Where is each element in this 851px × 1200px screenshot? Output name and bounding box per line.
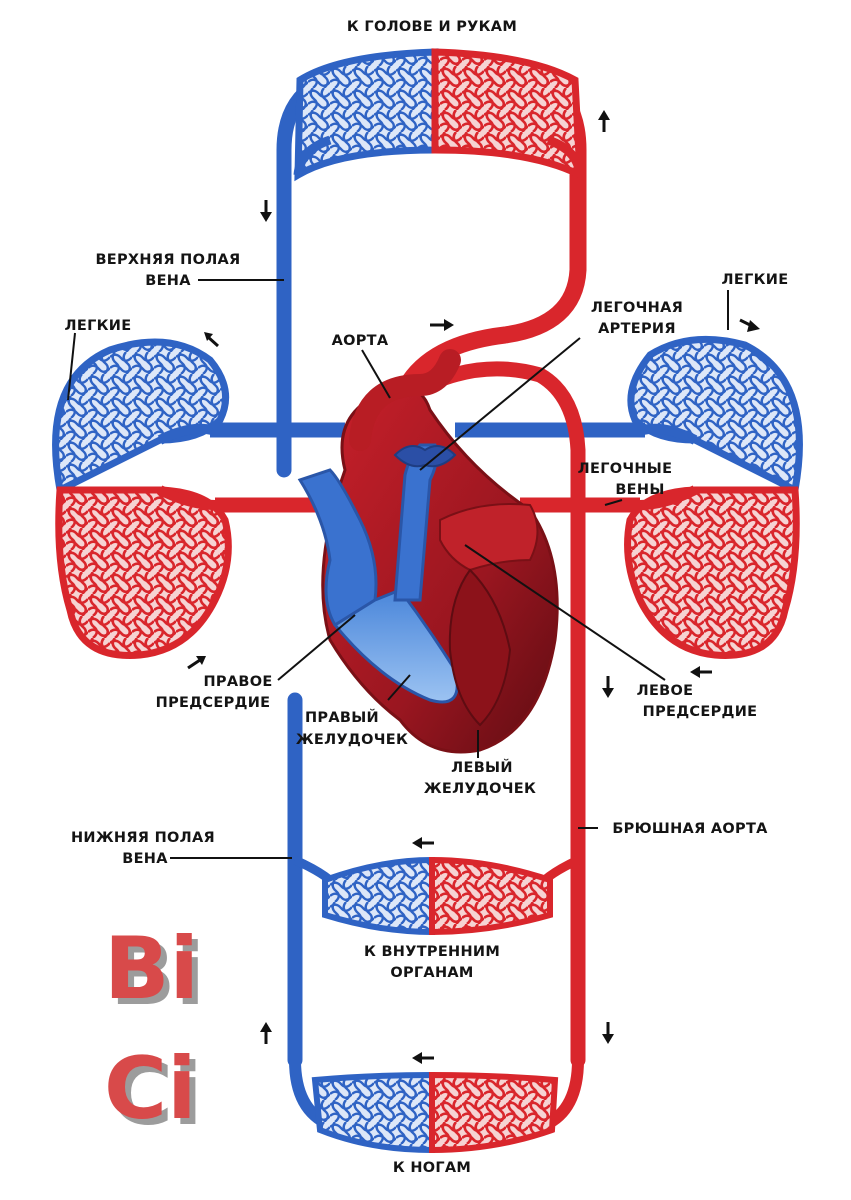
head-capillary-bed-venous — [294, 48, 439, 182]
arrow-up-right-icon — [187, 656, 206, 670]
left-atrium — [439, 503, 539, 572]
logo-line2: Ci — [104, 1039, 197, 1139]
label-ivc-line1: НИЖНЯЯ ПОЛАЯ — [71, 830, 215, 846]
arrow-left-icon — [412, 1052, 434, 1064]
arrow-right-icon — [430, 319, 454, 331]
pulmonary-valve — [393, 445, 457, 468]
label-right-ventricle-line1: ПРАВЫЙ — [305, 709, 379, 726]
upper-loop — [276, 48, 587, 478]
arrow-up-icon — [260, 1022, 272, 1044]
arrow-down-right-icon — [739, 318, 760, 332]
label-pulm-artery-line1: ЛЕГОЧНАЯ — [591, 300, 683, 316]
logo-line1-shadow: Bi — [110, 925, 205, 1025]
arrow-left-icon — [690, 666, 712, 678]
logo-line2-shadow: Ci — [110, 1045, 203, 1145]
logo-line1: Bi — [104, 919, 199, 1019]
label-legs: К НОГАМ — [393, 1160, 471, 1176]
internal-organs-loop — [293, 855, 580, 936]
label-right-atrium-line2: ПРЕДСЕРДИЕ — [156, 695, 271, 711]
internal-capillary-venous — [322, 856, 435, 936]
leader-lines — [67, 279, 729, 859]
label-left-ventricle-line1: ЛЕВЫЙ — [451, 759, 513, 776]
lungs-left — [52, 338, 360, 659]
label-pulm-artery-line2: АРТЕРИЯ — [598, 321, 676, 337]
label-svc-line1: ВЕРХНЯЯ ПОЛАЯ — [95, 252, 240, 268]
bici-logo: Bi Bi Ci Ci — [104, 919, 205, 1145]
flow-arrows — [187, 110, 760, 1064]
label-svc-line2: ВЕНА — [145, 273, 191, 289]
legs-loop — [289, 1059, 584, 1154]
heart — [297, 349, 559, 754]
arrow-down-icon — [602, 1022, 614, 1044]
arrow-left-icon — [412, 837, 434, 849]
right-ventricle — [332, 588, 459, 704]
label-abdominal-aorta: БРЮШНАЯ АОРТА — [612, 821, 768, 837]
label-left-atrium-line2: ПРЕДСЕРДИЕ — [643, 704, 758, 720]
arrow-down-icon — [602, 676, 614, 698]
pulmonary-trunk — [393, 443, 439, 602]
left-ventricle-inner — [448, 568, 512, 727]
label-left-ventricle-line2: ЖЕЛУДОЧЕК — [424, 781, 536, 797]
label-aorta: АОРТА — [332, 333, 389, 349]
head-capillary-bed-arterial — [431, 48, 584, 181]
label-right-atrium-line1: ПРАВОЕ — [203, 674, 272, 690]
label-right-ventricle-line2: ЖЕЛУДОЧЕК — [296, 732, 408, 748]
arrow-up-icon — [598, 110, 610, 132]
label-lungs-right: ЛЕГКИЕ — [722, 272, 789, 288]
label-pulm-veins-line1: ЛЕГОЧНЫЕ — [578, 461, 673, 477]
labels: К ГОЛОВЕ И РУКАМ ВЕРХНЯЯ ПОЛАЯ ВЕНА ЛЕГК… — [65, 19, 789, 1176]
label-lungs-left: ЛЕГКИЕ — [65, 318, 132, 334]
label-pulm-veins-line2: ВЕНЫ — [615, 482, 664, 498]
label-internal-line2: ОРГАНАМ — [390, 965, 473, 981]
arrow-up-left-icon — [204, 332, 220, 348]
label-head-arms: К ГОЛОВЕ И РУКАМ — [347, 19, 517, 35]
internal-capillary-arterial — [429, 856, 553, 936]
label-left-atrium-line1: ЛЕВОЕ — [637, 683, 694, 699]
legs-capillary-arterial — [429, 1071, 559, 1154]
label-internal-line1: К ВНУТРЕННИМ — [364, 944, 500, 960]
arrow-down-icon — [260, 200, 272, 222]
aortic-arch — [349, 349, 461, 451]
label-ivc-line2: ВЕНА — [122, 851, 168, 867]
legs-capillary-venous — [311, 1071, 435, 1154]
